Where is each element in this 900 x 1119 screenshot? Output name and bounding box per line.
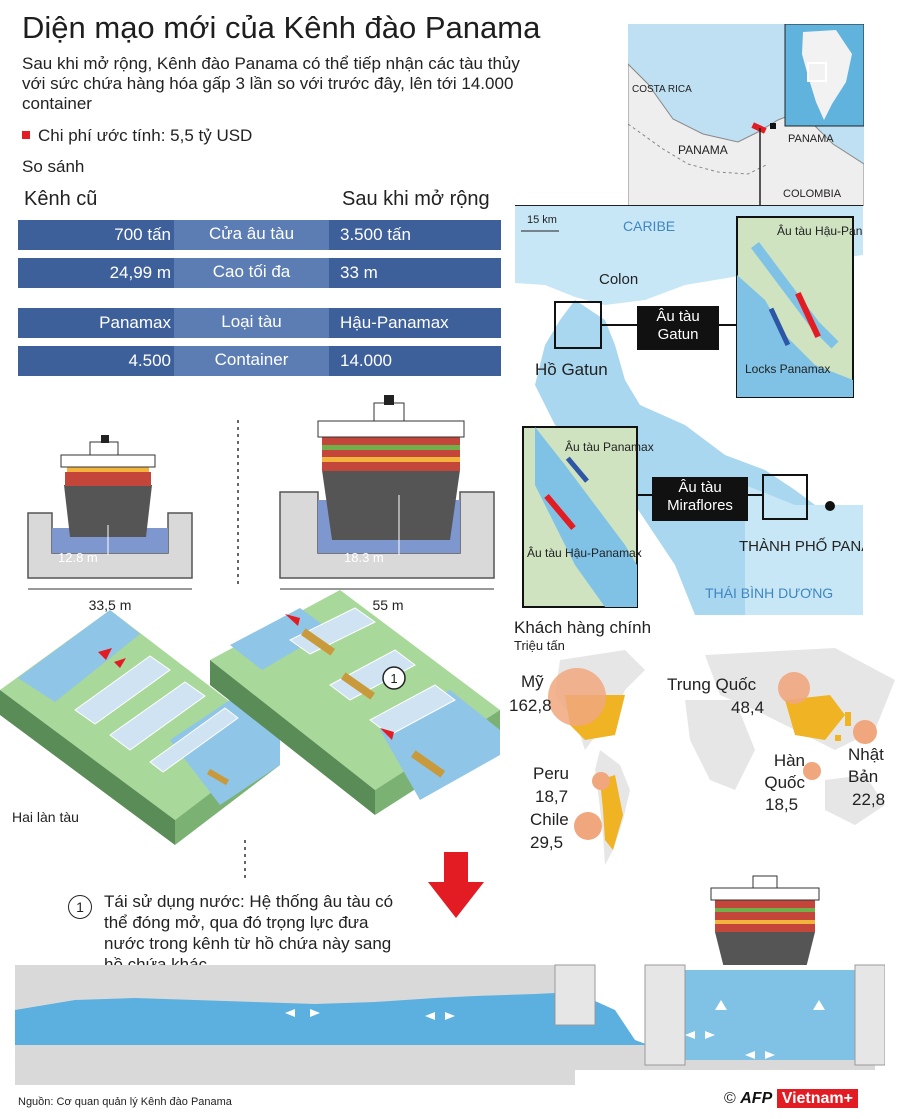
old-depth-label: 12.8 m	[58, 550, 98, 565]
bubble-peru	[592, 772, 610, 790]
customer-value: 29,5	[530, 833, 564, 852]
miraflores-panamax-label: Âu tàu Panamax	[565, 439, 654, 454]
customer-name: Mỹ	[521, 672, 544, 691]
gatun-detail-panel	[736, 216, 854, 398]
miraflores-lock-marker	[762, 474, 808, 520]
compare-row: Panamax Loại tàu Hậu-Panamax	[18, 308, 501, 338]
customer-name: Nhật Bản	[848, 745, 884, 786]
new-width-label: 55 m	[372, 597, 403, 613]
miraflores-lock-label: Âu tàu Miraflores	[652, 477, 748, 521]
miraflores-post-panamax-text: Âu tàu Hậu-Panamax	[527, 545, 642, 560]
costa-rica-text: COSTA RICA	[632, 84, 692, 95]
new-value: 14.000	[340, 351, 392, 370]
colombia-label: COLOMBIA	[783, 188, 842, 200]
subtitle: Sau khi mở rộng, Kênh đào Panama có thể …	[22, 54, 520, 113]
region-inset-map: COSTA RICA PANAMA PANAMA COLOMBIA	[628, 24, 864, 206]
brand-logo: Vietnam+	[776, 1089, 858, 1108]
customer-name: Trung Quốc	[667, 675, 757, 694]
pacific-label: THÁI BÌNH DƯƠNG	[705, 585, 833, 601]
customer-value: 18,5	[765, 795, 799, 814]
new-locks-block: 1	[210, 590, 500, 815]
bubble-korea	[803, 762, 821, 780]
customer-name: Chile	[530, 810, 569, 829]
old-canal-header: Kênh cũ	[24, 188, 98, 210]
bubble-usa	[548, 668, 606, 726]
scale-label: 15 km	[527, 214, 557, 226]
old-value: 4.500	[128, 351, 171, 370]
row-label: Loại tàu	[174, 308, 329, 338]
compare-row: 24,99 m Cao tối đa 33 m	[18, 258, 501, 288]
customer-value: 48,4	[731, 698, 765, 717]
panama-city-text: THÀNH PHỐ PANAMA	[739, 537, 863, 555]
panama-city-dot	[825, 501, 835, 511]
new-canal-header: Sau khi mở rộng	[342, 188, 490, 210]
bubble-chile	[574, 812, 602, 840]
customer-name: Hàn Quốc	[764, 751, 805, 792]
customers-title: Khách hàng chính	[514, 618, 652, 637]
bullet-icon	[22, 131, 30, 139]
bubble-japan	[853, 720, 877, 744]
row-label: Container	[174, 346, 329, 376]
marker-number: 1	[390, 671, 397, 686]
old-ship-icon	[60, 435, 156, 537]
row-label: Cao tối đa	[174, 258, 329, 288]
gatun-panamax-label: Locks Panamax	[745, 362, 830, 376]
customer-value: 22,8	[852, 790, 886, 809]
customer-value: 18,7	[535, 787, 569, 806]
final-ship-icon	[710, 875, 820, 972]
old-value: Panamax	[99, 313, 171, 332]
gatun-panamax-text: Locks Panamax	[745, 362, 830, 376]
gatun-lake-label: Hồ Gatun	[535, 360, 608, 379]
old-value: 24,99 m	[109, 263, 171, 282]
compare-row: 700 tấn Cửa âu tàu 3.500 tấn	[18, 220, 501, 250]
row-label: Cửa âu tàu	[174, 220, 329, 250]
gatun-post-panamax-label: Âu tàu Hậu-Panamax	[777, 223, 863, 238]
lock-comparison-illustration: 12.8 m 33,5 m 18.3 m 55 m	[27, 395, 495, 613]
two-lanes-text: Hai làn tàu	[12, 809, 79, 825]
new-value: 33 m	[340, 263, 378, 282]
new-ship-icon	[317, 395, 465, 540]
gatun-lock-label: Âu tàu Gatun	[637, 306, 719, 350]
old-locks-block	[0, 610, 280, 845]
old-width-label: 33,5 m	[89, 597, 132, 613]
note-text: Tái sử dụng nước: Hệ thống âu tàu có thể…	[104, 892, 394, 974]
marker-circle	[382, 666, 406, 690]
miraflores-post-panamax-label: Âu tàu Hậu-Panamax	[527, 545, 642, 560]
customers-unit: Triệu tấn	[514, 638, 565, 653]
page-title: Diện mạo mới của Kênh đào Panama	[22, 10, 541, 45]
water-reuse-illustration	[15, 875, 885, 1085]
old-value: 700 tấn	[114, 225, 171, 244]
agency-logo: AFP	[740, 1090, 773, 1107]
new-value: 3.500 tấn	[340, 225, 411, 244]
credit-line: © AFP Vietnam+	[724, 1089, 858, 1108]
new-depth-label: 18.3 m	[344, 550, 384, 565]
down-arrow-icon	[428, 852, 484, 918]
miraflores-panamax-text: Âu tàu Panamax	[565, 439, 654, 454]
panama-label-left: PANAMA	[678, 143, 728, 157]
miraflores-detail-panel	[522, 426, 638, 608]
panama-city-label: THÀNH PHỐ PANAMA	[739, 537, 863, 555]
costa-rica-label: COSTA RICA	[632, 84, 692, 95]
customer-value: 162,8	[509, 696, 552, 715]
compare-label: So sánh	[22, 157, 85, 176]
cost-line: Chi phí ước tính: 5,5 tỷ USD	[22, 126, 252, 146]
cost-text: Chi phí ước tính: 5,5 tỷ USD	[38, 126, 253, 145]
old-lock-chamber	[27, 512, 193, 579]
new-value: Hậu-Panamax	[340, 313, 449, 332]
two-lanes-label: Hai làn tàu	[12, 809, 79, 825]
caribe-label: CARIBE	[623, 218, 675, 234]
note-marker: 1	[68, 895, 92, 919]
source-note: Nguồn: Cơ quan quản lý Kênh đào Panama	[18, 1096, 232, 1108]
locks-3d-illustration: Hai làn tàu 1	[0, 590, 500, 880]
gatun-post-panamax-text: Âu tàu Hậu-Panamax	[777, 223, 863, 238]
canal-map: 15 km CARIBE Colon Hồ Gatun THÀNH PHỐ PA…	[515, 205, 863, 615]
bubble-china	[778, 672, 810, 704]
panama-label-right: PANAMA	[788, 133, 834, 145]
copyright-symbol: ©	[724, 1090, 736, 1107]
compare-row: 4.500 Container 14.000	[18, 346, 501, 376]
colon-label: Colon	[599, 271, 638, 288]
customer-name: Peru	[533, 764, 569, 783]
